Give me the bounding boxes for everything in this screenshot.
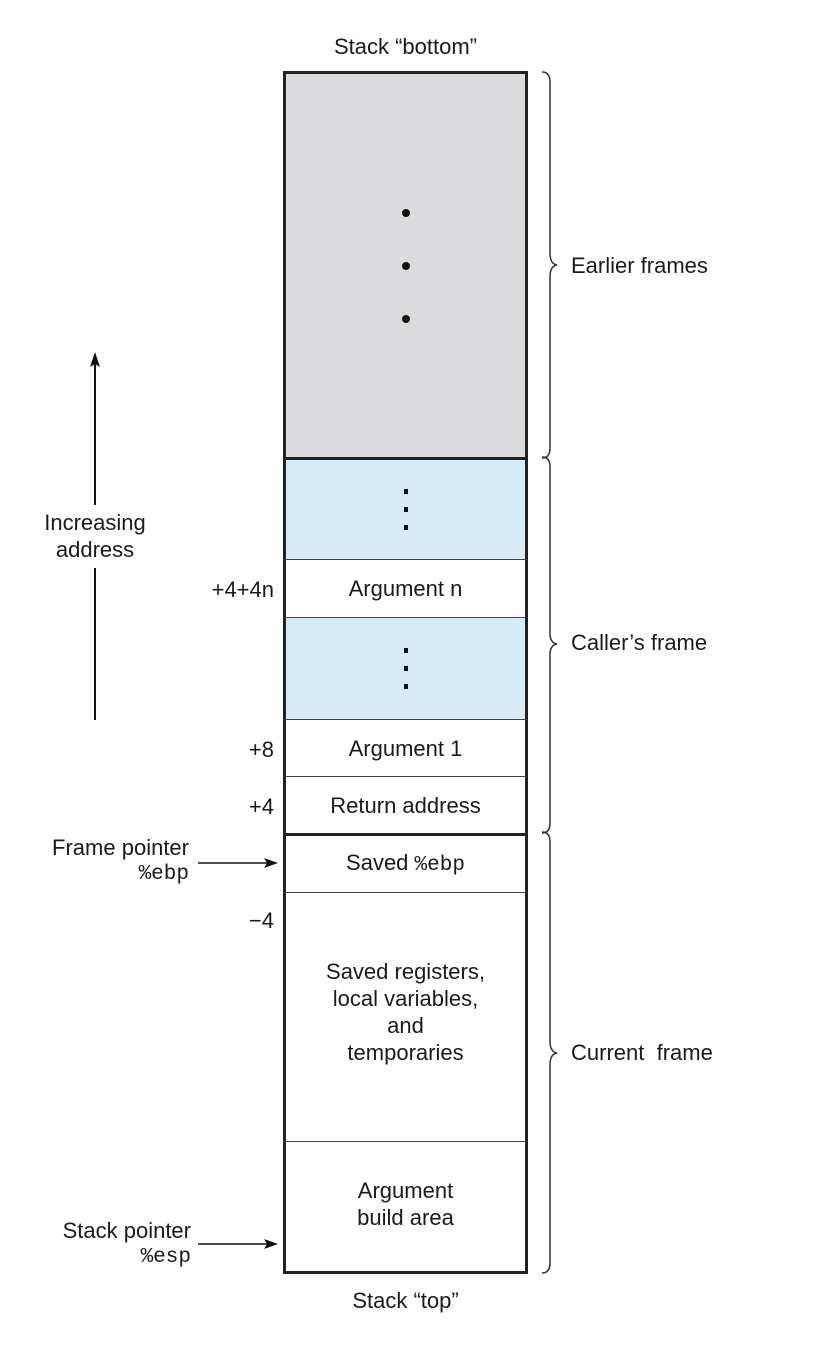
offset-argument-1: +8: [248, 737, 274, 762]
offset-return-address: +4: [248, 794, 274, 819]
return-address-label: Return address: [330, 793, 481, 818]
argument-1-label: Argument 1: [348, 735, 463, 761]
saved-registers-text: Saved registers, local variables, and te…: [326, 958, 485, 1066]
saved-registers-line: and: [387, 1013, 424, 1038]
argument-build-area-line: build area: [357, 1205, 454, 1230]
saved-registers-line: Saved registers,: [326, 959, 485, 984]
saved-registers-line: temporaries: [347, 1040, 464, 1065]
argument-build-area-line: Argument: [357, 1178, 454, 1203]
argument-1-block: Argument 1: [283, 719, 528, 776]
saved-ebp-label: Saved %ebp: [346, 849, 465, 879]
stack-pointer-text: Stack pointer: [62, 1218, 191, 1243]
argument-build-area-block: Argument build area: [283, 1141, 528, 1274]
increasing-address-line: address: [55, 537, 135, 562]
earlier-frames-block: [283, 71, 528, 457]
frame-pointer-text: Frame pointer: [52, 835, 189, 860]
offset-saved-regs: −4: [248, 908, 274, 933]
stack-top-label: Stack “top”: [352, 1288, 459, 1313]
frame-pointer-register: %ebp: [138, 863, 189, 886]
earlier-frames-brace-icon: [541, 71, 558, 459]
stack-bottom-label: Stack “bottom”: [333, 34, 478, 59]
argument-build-area-text: Argument build area: [357, 1177, 454, 1231]
vertical-ellipsis-icon: [403, 488, 408, 530]
vertical-ellipsis-icon: [401, 208, 410, 323]
increasing-address-line: Increasing: [44, 510, 146, 535]
callers-frame-label: Caller’s frame: [571, 630, 708, 655]
return-address-block: Return address: [283, 776, 528, 834]
current-frame-label: Current frame: [571, 1040, 713, 1065]
frame-pointer-arrow-icon: [198, 858, 278, 868]
vertical-ellipsis-icon: [403, 647, 408, 689]
stack-pointer-arrow-icon: [198, 1239, 278, 1249]
callers-frame-dots-middle: [283, 617, 528, 719]
callers-frame-dots-top: [283, 457, 528, 559]
callers-frame-brace-icon: [541, 456, 558, 834]
earlier-frames-label: Earlier frames: [571, 253, 708, 278]
argument-n-block: Argument n: [283, 559, 528, 617]
saved-registers-line: local variables,: [332, 986, 479, 1011]
argument-n-label: Argument n: [348, 576, 463, 601]
saved-ebp-block: Saved %ebp: [283, 833, 528, 892]
saved-registers-block: Saved registers, local variables, and te…: [283, 892, 528, 1141]
offset-argument-n: +4+4n: [211, 577, 274, 602]
increasing-address-arrow-icon: [90, 352, 100, 720]
saved-ebp-register: %ebp: [414, 854, 465, 877]
stack-pointer-label: Stack pointer %esp: [10, 1217, 191, 1271]
increasing-address-label: Increasing address: [20, 509, 170, 563]
stack-pointer-register: %esp: [140, 1246, 191, 1269]
frame-pointer-label: Frame pointer %ebp: [10, 834, 189, 888]
current-frame-brace-icon: [541, 831, 558, 1274]
saved-ebp-prefix: Saved: [346, 850, 415, 875]
